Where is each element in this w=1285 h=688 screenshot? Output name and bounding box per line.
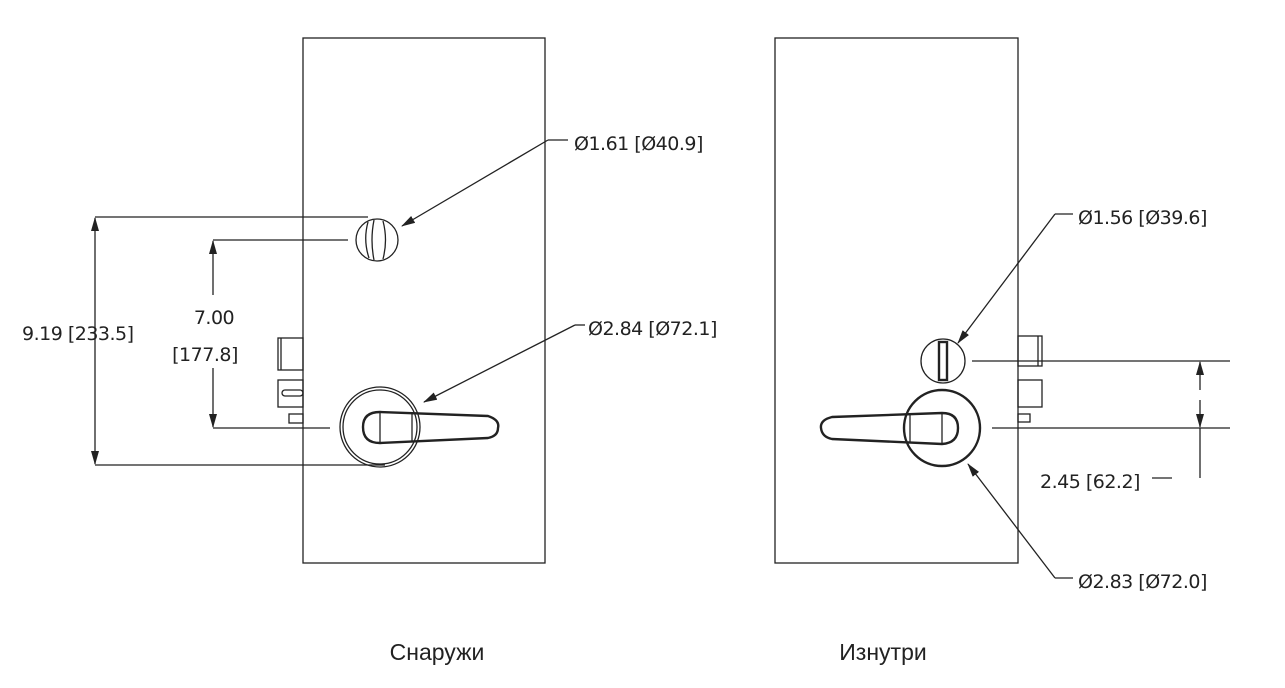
lever-handle-icon xyxy=(339,386,500,468)
thumbturn-icon xyxy=(920,338,966,384)
view-caption-outside: Снаружи xyxy=(390,639,485,665)
dimension-label: Ø2.83 [Ø72.0] xyxy=(1078,571,1207,593)
leader-thumbturn-diameter: Ø1.61 [Ø40.9] xyxy=(401,133,703,227)
thumbturn-icon xyxy=(355,218,399,262)
latch-edge xyxy=(277,337,304,424)
dimension-label: 7.00 xyxy=(194,307,234,329)
door-outline xyxy=(774,37,1019,564)
inside-view: 2.45 [62.2] Ø1.56 [Ø39.6] Ø2.83 [Ø72.0] … xyxy=(774,37,1230,665)
view-caption-inside: Изнутри xyxy=(839,639,926,665)
dimension-label: 9.19 [233.5] xyxy=(22,323,134,345)
dimension-label: Ø1.61 [Ø40.9] xyxy=(574,133,703,155)
latch-edge xyxy=(1017,335,1043,423)
outside-view: 9.19 [233.5] 7.00 [177.8] Ø1.61 [Ø40.9] … xyxy=(22,37,717,665)
dimension-9-19: 9.19 [233.5] xyxy=(22,216,385,466)
dimension-label: 2.45 [62.2] xyxy=(1040,471,1140,493)
door-outline xyxy=(302,37,546,564)
leader-rose-diameter: Ø2.84 [Ø72.1] xyxy=(423,318,717,403)
leader-rose-diameter: Ø2.83 [Ø72.0] xyxy=(967,463,1207,593)
dimension-label: [177.8] xyxy=(172,344,238,366)
dimension-label: Ø1.56 [Ø39.6] xyxy=(1078,207,1207,229)
leader-thumbturn-diameter: Ø1.56 [Ø39.6] xyxy=(957,207,1207,344)
dimension-7-00: 7.00 [177.8] xyxy=(172,239,348,429)
lever-handle-icon xyxy=(819,388,982,468)
dimension-2-45: 2.45 [62.2] xyxy=(972,360,1230,493)
dimension-label: Ø2.84 [Ø72.1] xyxy=(588,318,717,340)
